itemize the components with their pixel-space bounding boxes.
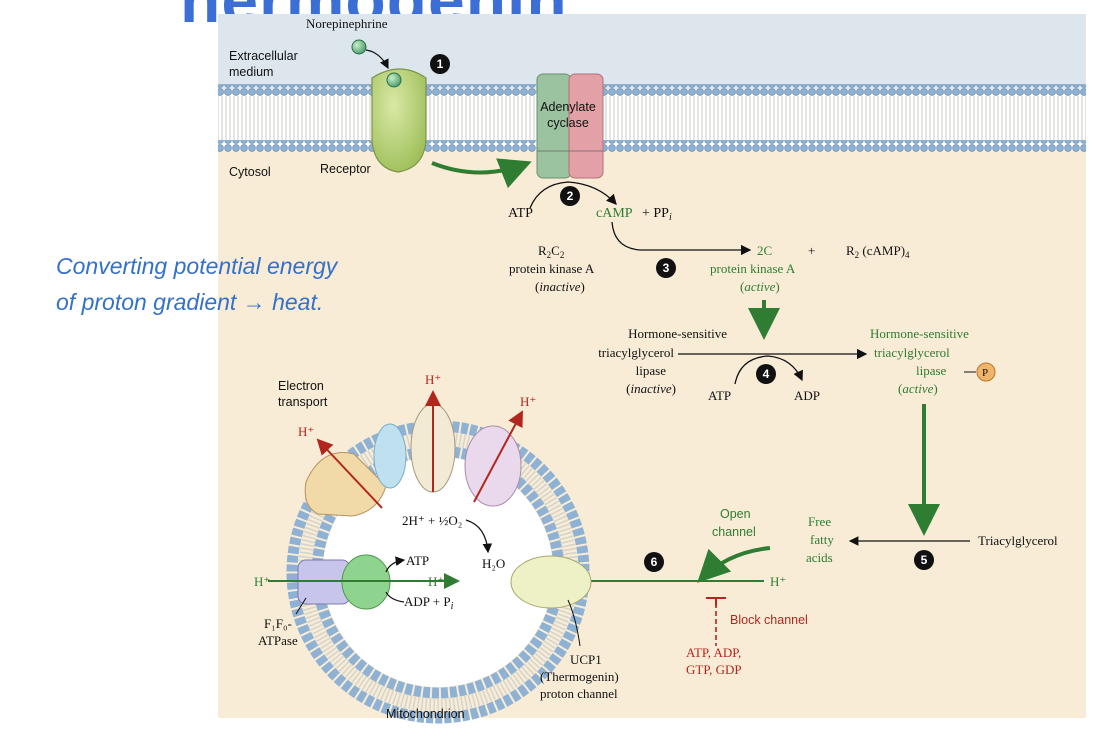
label-adp-pi: ADP + P	[404, 594, 451, 609]
label-free: Free	[808, 514, 831, 529]
extracellular-region	[218, 14, 1086, 94]
svg-text:(inactive): (inactive)	[535, 279, 585, 294]
svg-text:R2 (cAMP)4: R2 (cAMP)4	[846, 243, 910, 260]
svg-text:(active): (active)	[740, 279, 780, 294]
svg-text:3: 3	[663, 261, 670, 275]
svg-text:R2C2: R2C2	[538, 243, 564, 260]
label-pi-sub: i	[451, 601, 454, 612]
svg-text:+ PPi: + PPi	[642, 206, 672, 223]
norepinephrine-molecule	[351, 39, 367, 55]
label-inactive-4: inactive	[631, 381, 672, 396]
label-fatty: fatty	[810, 532, 834, 547]
label-active-3: active	[744, 279, 775, 294]
label-plus: +	[808, 243, 815, 258]
label-h2o: H₂O	[482, 556, 505, 571]
receptor-shape	[371, 68, 427, 173]
label-ppi-sub: i	[669, 212, 672, 223]
activation-arrow	[431, 158, 532, 189]
label-hsl-active-1: Hormone-sensitive	[870, 326, 969, 341]
label-hsl-inactive-3: lipase	[636, 363, 667, 378]
svg-text:ADP + Pi: ADP + Pi	[404, 594, 454, 612]
label-p: P	[982, 367, 988, 379]
label-hsl-active-2: triacylglycerol	[874, 345, 950, 360]
label-camp: cAMP	[596, 206, 633, 221]
label-block-channel: Block channel	[730, 613, 808, 627]
label-2c: 2C	[757, 243, 772, 258]
adenylate-cyclase	[536, 73, 604, 179]
label-thermogenin: (Thermogenin)	[540, 669, 619, 684]
svg-text:5: 5	[921, 553, 928, 567]
svg-text:1: 1	[437, 57, 444, 71]
label-extracellular: Extracellular	[229, 49, 298, 63]
label-hsl-inactive-2: triacylglycerol	[598, 345, 674, 360]
plasma-membrane	[218, 84, 1086, 152]
label-hsl-inactive-1: Hormone-sensitive	[628, 326, 727, 341]
label-nucleotides-2: GTP, GDP	[686, 662, 742, 677]
label-medium: medium	[229, 65, 273, 79]
label-proton-channel: proton channel	[540, 686, 618, 701]
phosphate-badge	[976, 362, 996, 382]
label-transport: transport	[278, 395, 328, 409]
label-mitochondrion: Mitochondrion	[386, 707, 465, 721]
label-ucp1: UCP1	[570, 652, 602, 667]
ucp1-channel	[510, 555, 592, 609]
svg-text:(inactive): (inactive)	[626, 381, 676, 396]
label-atpase: ATPase	[258, 633, 298, 648]
label-h-left: H⁺	[298, 424, 314, 439]
label-atp-synth: ATP	[406, 553, 429, 568]
label-nucleotides-1: ATP, ADP,	[686, 645, 741, 660]
label-norepinephrine: Norepinephrine	[306, 16, 388, 31]
label-electron: Electron	[278, 379, 324, 393]
label-adenylate: Adenylate	[540, 100, 596, 114]
label-adp-4: ADP	[794, 388, 820, 403]
label-cyclase: cyclase	[547, 116, 589, 130]
label-h-top: H⁺	[425, 372, 441, 387]
label-water-reaction: 2H⁺ + ½O₂	[402, 513, 462, 528]
svg-text:6: 6	[651, 555, 658, 569]
label-r2c2: R	[538, 243, 547, 258]
side-note: Converting potential energy of proton gr…	[56, 253, 338, 315]
step-badge-4: 4	[756, 364, 776, 384]
step-badge-6: 6	[644, 552, 664, 572]
svg-text:2: 2	[567, 189, 574, 203]
label-active-4: active	[902, 381, 933, 396]
step-badge-5: 5	[914, 550, 934, 570]
label-h-right: H⁺	[520, 394, 536, 409]
label-receptor: Receptor	[320, 162, 371, 176]
label-pka-inactive: protein kinase A	[509, 261, 595, 276]
label-f1f0: F₁F₀-	[264, 616, 292, 631]
svg-text:(active): (active)	[898, 381, 938, 396]
label-h-in: H⁺	[428, 574, 444, 589]
label-open: Open	[720, 507, 751, 521]
step-badge-1: 1	[430, 54, 450, 74]
label-triacylglycerol: Triacylglycerol	[978, 533, 1058, 548]
step-badge-2: 2	[560, 186, 580, 206]
label-inactive-3: inactive	[539, 279, 580, 294]
svg-text:4: 4	[763, 367, 770, 381]
label-atp-4: ATP	[708, 388, 731, 403]
label-hsl-active-3: lipase	[916, 363, 947, 378]
label-h-out: H⁺	[254, 574, 270, 589]
label-atp-2: ATP	[508, 206, 533, 221]
step-badges: 1 2 3 4 5 6	[430, 54, 934, 572]
label-pka-active: protein kinase A	[710, 261, 796, 276]
label-r2camp: R	[846, 243, 855, 258]
label-channel: channel	[712, 525, 756, 539]
label-acids: acids	[806, 550, 833, 565]
label-ppi: + PP	[642, 206, 669, 221]
label-cytosol: Cytosol	[229, 165, 271, 179]
step-badge-3: 3	[656, 258, 676, 278]
label-h-ucp: H⁺	[770, 574, 786, 589]
